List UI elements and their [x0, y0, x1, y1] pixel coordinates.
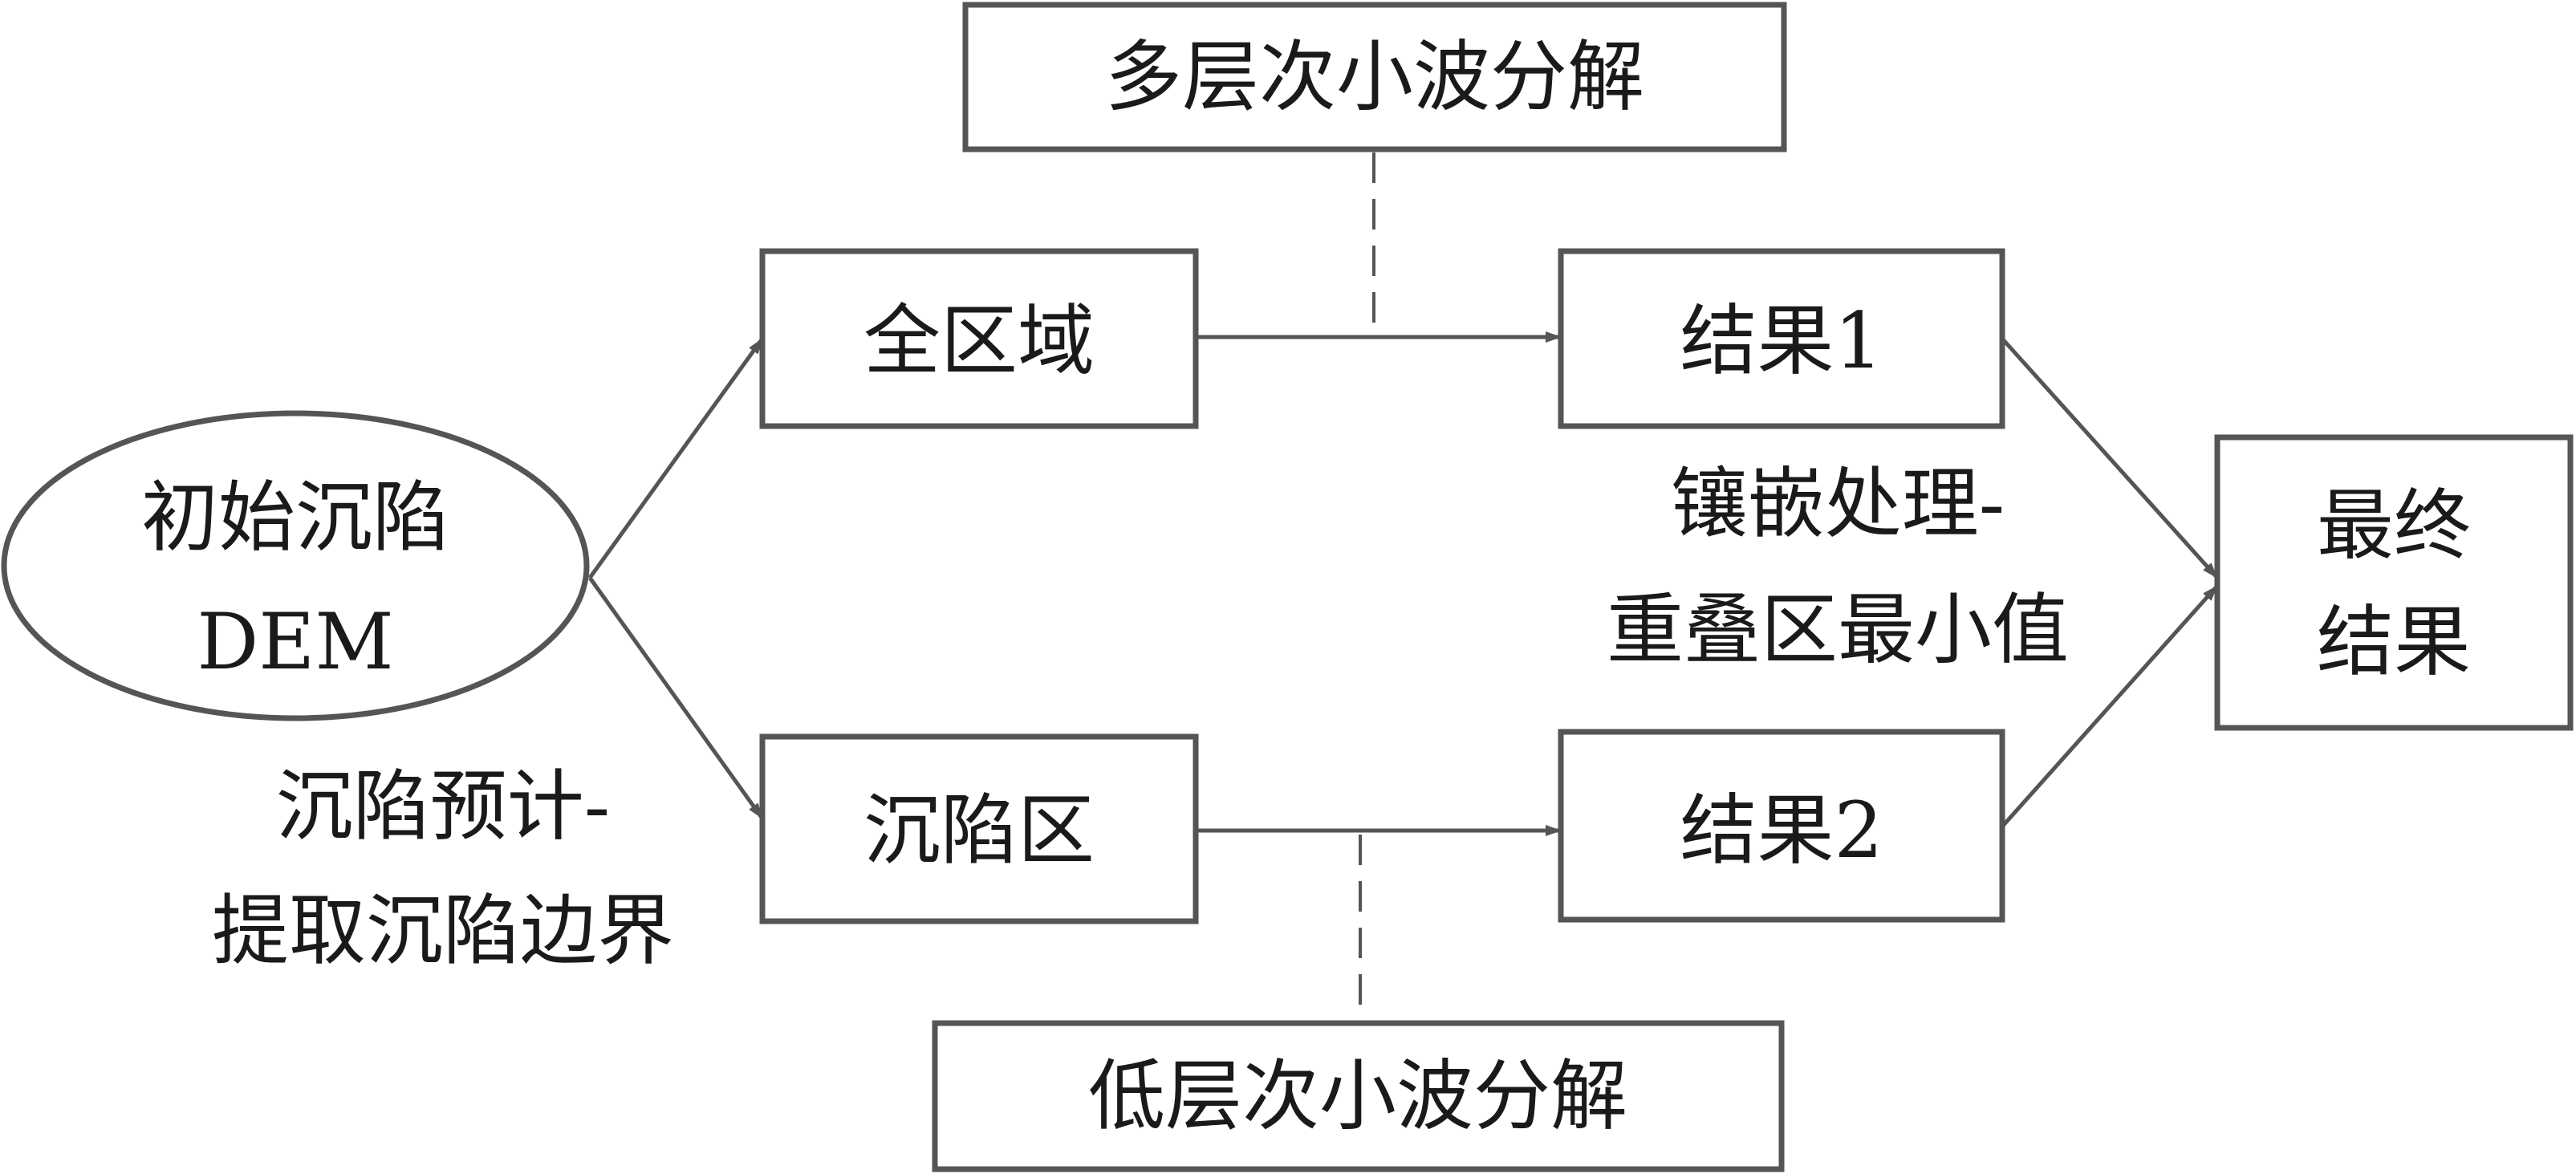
node-initial-dem-line2: DEM — [197, 597, 393, 687]
node-multi-level-wavelet-label: 多层次小波分解 — [1105, 32, 1644, 122]
node-initial-dem: 初始沉陷 DEM — [1, 410, 590, 721]
edge-label-mosaic: 镶嵌处理- 重叠区最小值 — [1607, 459, 2069, 675]
edge-result1-to-final — [2001, 337, 2219, 579]
node-initial-dem-line1: 初始沉陷 — [141, 473, 449, 563]
edge-label-prediction-line1: 沉陷预计- — [276, 762, 610, 851]
node-result1-label: 结果1 — [1680, 296, 1883, 386]
node-low-level-wavelet: 低层次小波分解 — [932, 1020, 1785, 1172]
node-subsidence-region-label: 沉陷区 — [863, 786, 1095, 875]
node-multi-level-wavelet: 多层次小波分解 — [962, 2, 1787, 152]
node-result2: 结果2 — [1558, 729, 2005, 923]
node-full-region: 全区域 — [759, 248, 1199, 429]
edge-dem-to-subsidence-region — [587, 576, 765, 820]
node-final-result: 最终 结果 — [2214, 434, 2574, 731]
edge-label-mosaic-line2: 重叠区最小值 — [1607, 585, 2069, 675]
node-low-level-wavelet-label: 低层次小波分解 — [1088, 1051, 1627, 1141]
node-subsidence-region: 沉陷区 — [759, 733, 1199, 924]
edge-label-prediction: 沉陷预计- 提取沉陷边界 — [212, 762, 674, 976]
edge-dem-to-full-region — [587, 337, 765, 579]
node-final-result-line2: 结果 — [2317, 597, 2471, 687]
node-result2-label: 结果2 — [1680, 786, 1883, 875]
node-full-region-label: 全区域 — [863, 296, 1095, 386]
edge-label-mosaic-line1: 镶嵌处理- — [1671, 459, 2005, 549]
node-result1: 结果1 — [1558, 248, 2005, 429]
node-final-result-line1: 最终 — [2317, 481, 2471, 571]
edge-result2-to-final — [2001, 584, 2219, 828]
edge-label-prediction-line2: 提取沉陷边界 — [212, 886, 674, 976]
